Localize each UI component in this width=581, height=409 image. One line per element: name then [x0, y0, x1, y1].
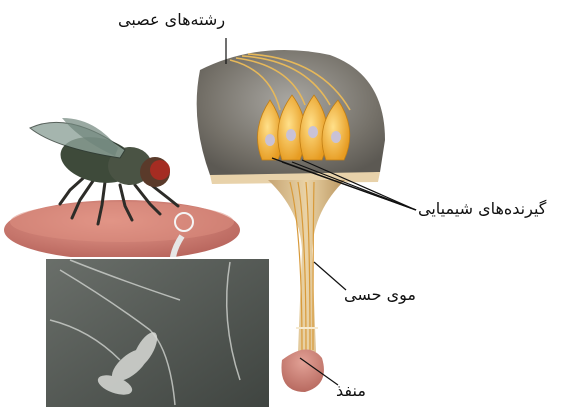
label-chemoreceptors: گیرنده‌های شیمیایی — [418, 199, 546, 218]
label-sensory-hair: موی حسی — [344, 285, 416, 304]
sensory-hair — [268, 180, 345, 352]
leg-pad — [4, 200, 240, 260]
label-pore: منفذ — [336, 381, 366, 400]
label-nerve-fibers: رشته‌های عصبی — [118, 10, 225, 29]
micrograph-panel — [45, 258, 270, 408]
